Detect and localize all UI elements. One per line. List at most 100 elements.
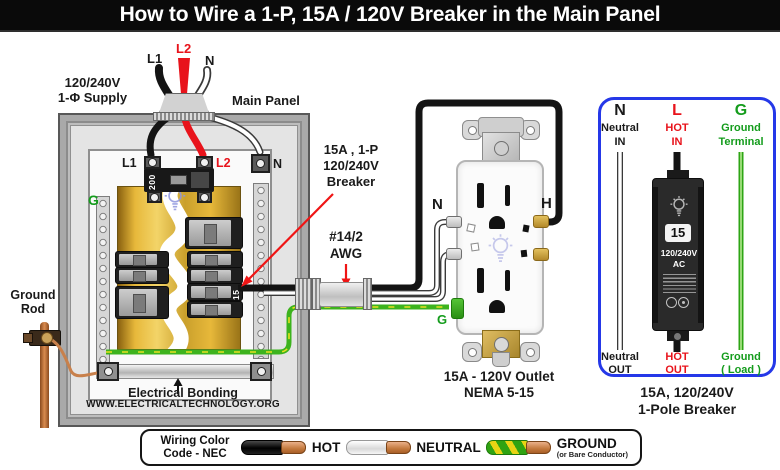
branch-breaker xyxy=(186,218,242,248)
bonding-lug-right xyxy=(250,362,272,381)
branch-neutral-b-outline xyxy=(370,251,453,302)
supply-l1-label: L1 xyxy=(147,51,163,66)
main-breaker-200a: 200 xyxy=(144,168,214,192)
supply-phase: 1-Φ Supply xyxy=(57,89,128,105)
branch-neutral-b xyxy=(370,252,453,301)
hot-wire-icon xyxy=(241,440,307,456)
main-panel-label: Main Panel xyxy=(232,93,300,108)
outlet-ground-screw xyxy=(451,298,464,319)
main-breaker-handle xyxy=(170,175,187,185)
website-label: WWW.ELECTRICALTECHNOLOGY.ORG xyxy=(86,399,280,410)
legend-neutral-label: NEUTRAL xyxy=(416,440,481,455)
detail-hot-header: L HOT IN xyxy=(665,102,689,149)
supply-label: 120/240V 1-Φ Supply xyxy=(45,75,140,106)
supply-l2-label: L2 xyxy=(176,41,192,56)
outlet-slot-neutral-upper xyxy=(477,183,484,208)
ground-rod-clamp-nut xyxy=(41,332,53,344)
main-breaker-lower-lug xyxy=(147,191,162,203)
detail-neutral-header: N Neutral IN xyxy=(601,102,639,149)
nm-cable-sheath xyxy=(319,282,365,307)
breaker-callout: 15A , 1-P 120/240V Breaker xyxy=(323,142,379,189)
ground-wire-icon xyxy=(486,440,552,456)
page-title: How to Wire a 1-P, 15A / 120V Breaker in… xyxy=(119,3,661,26)
outlet-h-label: H xyxy=(541,195,552,212)
supply-n-label: N xyxy=(205,53,215,68)
title-bar: How to Wire a 1-P, 15A / 120V Breaker in… xyxy=(0,0,780,32)
certification-logo-icon xyxy=(678,297,689,308)
neutral-wire-icon xyxy=(345,440,411,456)
legend-title: Wiring Color Code - NEC xyxy=(160,434,230,460)
outlet-hot-screw-upper xyxy=(533,215,549,228)
detail-ground-out: Ground ( Load ) xyxy=(721,351,761,376)
outlet-bottom-ear-left xyxy=(462,342,482,362)
branch-breaker-15a xyxy=(188,284,242,300)
bonding-lug-left xyxy=(97,362,119,381)
outlet-slot-hot-upper xyxy=(505,185,510,206)
bonding-strap xyxy=(96,364,274,379)
detail-breaker-body: 15 120/240V AC xyxy=(652,178,704,331)
legend-ground-label: GROUND (or Bare Conductor) xyxy=(556,435,628,459)
branch-breaker xyxy=(116,287,168,318)
outlet-slot-hot-lower xyxy=(505,270,510,291)
detail-breaker-rail-left xyxy=(653,187,658,323)
outlet-tab-marker xyxy=(470,242,480,252)
outlet-tab-marker-dark xyxy=(522,224,530,233)
main-breaker-lower-lug xyxy=(197,191,212,203)
panel-cable-connector xyxy=(295,278,312,310)
cable-collar-right xyxy=(363,278,372,310)
outlet-bottom-screw xyxy=(494,337,509,352)
panel-l1-label: L1 xyxy=(122,156,137,170)
neutral-bus-bar xyxy=(253,183,269,359)
l1-lug xyxy=(144,156,161,169)
panel-g-label: G xyxy=(88,192,99,208)
legend-box: Wiring Color Code - NEC HOT NEUTRAL GROU… xyxy=(140,429,642,466)
detail-breaker-bottom-terminal xyxy=(667,331,689,341)
legend-hot-label: HOT xyxy=(311,440,341,455)
detail-breaker-rating: 15 xyxy=(670,225,686,240)
detail-breaker-rating-window: 15 xyxy=(665,224,691,242)
outlet-bottom-ear-right xyxy=(520,342,540,362)
certification-logo-icon xyxy=(666,297,677,308)
outlet-hot-screw-lower xyxy=(533,248,549,261)
detail-neutral-out: Neutral OUT xyxy=(601,351,639,376)
detail-breaker-voltage: 120/240V xyxy=(660,248,698,258)
panel-n-label: N xyxy=(273,157,283,171)
awg-callout: #14/2 AWG xyxy=(329,229,363,261)
outlet-g-label: G xyxy=(437,312,448,327)
ground-bus-bar xyxy=(96,196,110,366)
outlet-slot-neutral-lower xyxy=(477,268,484,293)
outlet-top-screw xyxy=(494,141,509,156)
detail-hot-out: HOT OUT xyxy=(665,351,689,376)
outlet-ground-hole-upper xyxy=(489,216,505,229)
branch-breaker xyxy=(188,268,242,283)
branch-breaker xyxy=(116,268,168,283)
outlet-n-label: N xyxy=(432,196,443,213)
outlet-tab-marker-dark xyxy=(520,249,528,258)
outlet-caption: 15A - 120V Outlet NEMA 5-15 xyxy=(443,369,555,400)
l2-lug xyxy=(196,156,213,169)
panel-l2-label: L2 xyxy=(216,156,231,170)
branch-breaker xyxy=(116,252,168,267)
ground-rod-clamp-bolt xyxy=(23,333,33,343)
bonding-label: Electrical Bonding xyxy=(128,386,238,400)
main-breaker-rating: 200 xyxy=(147,174,157,190)
bulb-icon xyxy=(670,195,688,222)
bulb-icon xyxy=(488,233,513,268)
detail-breaker-ac: AC xyxy=(672,259,686,269)
supply-conduit-hub xyxy=(159,93,209,113)
outlet-ground-hole-lower xyxy=(489,300,505,313)
main-breaker-label-patch xyxy=(191,172,209,188)
supply-conduit-collar xyxy=(153,112,215,121)
branch-breaker xyxy=(188,302,242,317)
outlet-tab-marker xyxy=(466,223,476,233)
detail-caption: 15A, 120/240V 1-Pole Breaker xyxy=(637,384,737,417)
supply-voltage: 120/240V xyxy=(64,75,121,90)
outlet-neutral-screw-upper xyxy=(446,216,462,228)
ground-rod-label: Ground Rod xyxy=(10,288,56,317)
outlet-neutral-screw-lower xyxy=(446,248,462,260)
neutral-lug xyxy=(251,154,270,173)
branch-breaker xyxy=(188,252,242,267)
branch-breaker-rating: 15 xyxy=(231,289,241,300)
detail-ground-header: G Ground Terminal xyxy=(718,102,764,149)
